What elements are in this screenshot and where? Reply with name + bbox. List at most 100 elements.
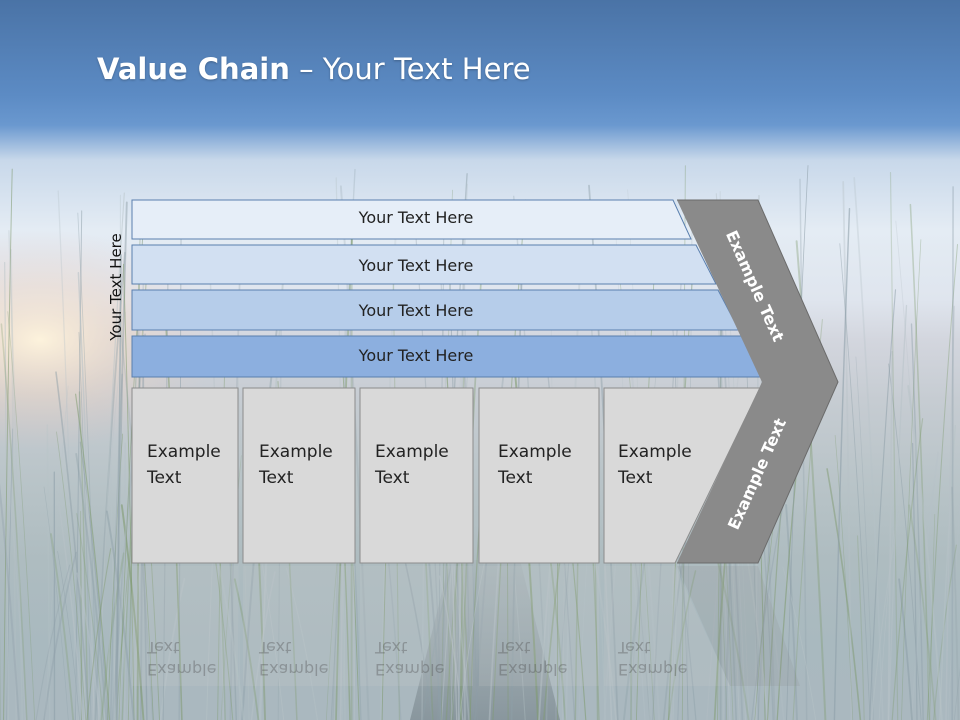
bar-4-label: Your Text Here <box>358 346 474 365</box>
grass-blade <box>285 567 319 720</box>
box-3-line-1: Example <box>375 442 449 462</box>
grass-blade <box>451 456 484 720</box>
chevron-lower <box>677 382 838 563</box>
grass-blade <box>887 350 894 720</box>
grass-blade <box>0 323 28 720</box>
grass-blade <box>855 356 874 720</box>
grass-blade <box>853 176 884 720</box>
bar-1-label: Your Text Here <box>358 208 474 227</box>
grass-blade <box>79 450 86 720</box>
grass-blade <box>911 442 918 720</box>
grass-blade <box>751 493 786 720</box>
box-2-line-1: Example <box>259 442 333 462</box>
grass-blade <box>870 496 903 720</box>
grass-blade <box>842 180 853 720</box>
box-3-reflection-line-2: Text <box>375 638 408 657</box>
grass-blade <box>75 452 108 720</box>
grass-blade <box>926 243 959 720</box>
grass-blade <box>951 186 954 720</box>
box-5 <box>603 387 761 564</box>
grass-blade <box>10 248 17 720</box>
box-3-reflection: Example Text <box>375 636 444 680</box>
slide-title: Value Chain – Your Text Here <box>97 52 531 86</box>
grass-blade <box>159 577 186 720</box>
grass-blade <box>945 305 955 720</box>
box-2-line-2: Text <box>259 468 294 488</box>
grass-blade <box>910 451 939 720</box>
grass-blade <box>714 553 750 720</box>
chevron-upper <box>677 200 838 382</box>
title-bold: Value Chain <box>97 52 290 86</box>
grass-blade <box>233 578 260 720</box>
grass-blade <box>120 504 145 720</box>
grass-blade <box>45 385 69 720</box>
box-4-reflection-line-1: Example <box>498 660 568 679</box>
box-4-reflection-line-2: Text <box>498 638 531 657</box>
grass-blade <box>75 393 111 720</box>
grass-blade <box>947 495 960 720</box>
grass-blade <box>116 254 122 720</box>
grass-blade <box>3 168 13 720</box>
grass-blade <box>826 468 862 720</box>
grass-blade <box>0 483 20 720</box>
grass-blade <box>77 212 98 720</box>
grass-blade <box>888 363 922 720</box>
bar-3-label: Your Text Here <box>358 301 474 320</box>
grass-blade <box>86 548 112 720</box>
grass-blade <box>105 510 135 720</box>
grass-blade <box>939 425 956 720</box>
box-1-reflection-line-2: Text <box>147 638 180 657</box>
grass-blade <box>662 523 690 720</box>
box-5-reflection: Example Text <box>618 636 687 680</box>
box-3 <box>359 387 474 564</box>
grass-blade <box>562 564 565 720</box>
grass-blade <box>951 486 960 720</box>
box-2 <box>242 387 356 564</box>
grass-blade <box>910 323 924 720</box>
box-5-reflection-line-2: Text <box>618 638 651 657</box>
grass-blade <box>50 533 75 720</box>
box-3-reflection-line-1: Example <box>375 660 445 679</box>
grass-blade <box>889 172 899 720</box>
box-4-reflection: Example Text <box>498 636 567 680</box>
grass-blade <box>97 192 125 720</box>
grass-blade <box>7 311 36 720</box>
grass-blade <box>343 543 351 720</box>
grass-blade <box>895 220 932 720</box>
grass-blade <box>719 551 728 720</box>
grass-blade <box>839 243 871 720</box>
grass-blade <box>76 572 102 720</box>
grass-blade <box>888 304 908 720</box>
grass-blade <box>55 371 90 720</box>
grass-blade <box>667 570 697 720</box>
grass-blade <box>46 424 51 720</box>
box-4-line-2: Text <box>498 468 533 488</box>
grass-blade <box>953 667 960 720</box>
grass-blade <box>57 550 80 720</box>
grass-blade <box>56 431 87 720</box>
grass-blade <box>78 332 92 720</box>
box-1-line-1: Example <box>147 442 221 462</box>
box-1-line-2: Text <box>147 468 182 488</box>
grass-blade <box>8 490 27 720</box>
grass-blade <box>833 207 851 720</box>
grass-blade <box>785 504 798 720</box>
box-4 <box>478 387 600 564</box>
grass-blade <box>929 513 936 720</box>
box-5-reflection-line-1: Example <box>618 660 688 679</box>
grass-blade <box>878 530 895 720</box>
grass-blade <box>76 513 104 720</box>
title-rest: – Your Text Here <box>289 52 531 86</box>
grass-blade <box>548 550 567 720</box>
grass-blade <box>79 441 109 720</box>
grass-blade <box>834 434 854 720</box>
box-2-reflection-line-2: Text <box>259 638 292 657</box>
